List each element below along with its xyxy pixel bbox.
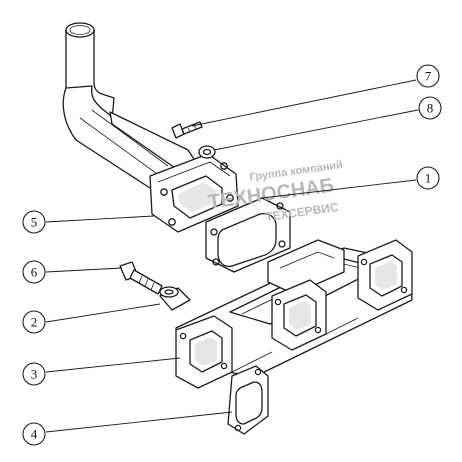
- callout-3: 3: [22, 362, 46, 386]
- callout-8-label: 8: [427, 101, 434, 116]
- callout-7: 7: [416, 64, 440, 88]
- part-7-bolt: [171, 121, 203, 139]
- callout-7-label: 7: [425, 69, 432, 84]
- leader-7: [191, 79, 417, 127]
- callout-5-label: 5: [31, 215, 38, 230]
- leader-6: [45, 267, 123, 273]
- part-3-exhaust-manifold: [175, 239, 413, 389]
- leader-8: [213, 109, 419, 151]
- leader-2: [45, 303, 161, 323]
- callout-6: 6: [22, 260, 46, 284]
- callout-2: 2: [22, 310, 46, 334]
- part-5-exhaust-elbow-pipe: [62, 22, 239, 233]
- leader-1: [261, 179, 417, 199]
- callout-4-label: 4: [31, 427, 38, 442]
- callout-6-label: 6: [31, 265, 38, 280]
- part-8-washer: [198, 145, 216, 159]
- callout-8: 8: [418, 96, 442, 120]
- leader-3: [45, 357, 181, 373]
- callout-4: 4: [22, 422, 46, 446]
- callout-2-label: 2: [31, 315, 38, 330]
- part-2-spacer-sleeve: [159, 286, 191, 311]
- callout-1-label: 1: [425, 171, 432, 186]
- callout-1: 1: [416, 166, 440, 190]
- part-6-stud-bolt: [119, 261, 163, 295]
- callout-3-label: 3: [31, 367, 38, 382]
- part-4-port-gasket: [227, 365, 269, 435]
- leader-lines: [45, 79, 419, 433]
- callout-5: 5: [22, 210, 46, 234]
- leader-5: [45, 215, 155, 223]
- leader-4: [45, 411, 233, 433]
